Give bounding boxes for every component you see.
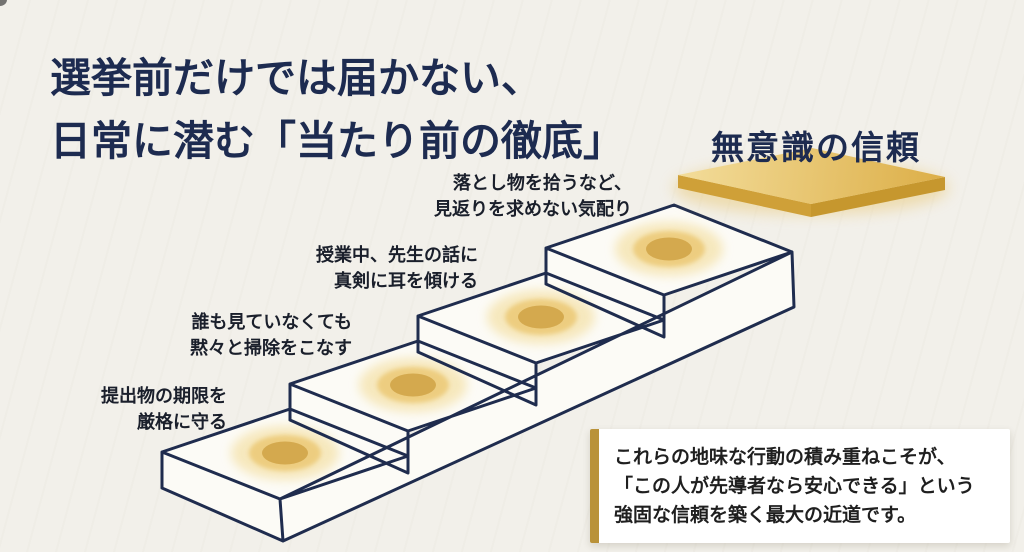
step-label-2-line-2: 黙々と掃除をこなす bbox=[190, 338, 352, 359]
step2-glow bbox=[359, 358, 467, 412]
step-label-3-line-1: 授業中、先生の話に bbox=[316, 245, 478, 266]
step3-glow bbox=[487, 290, 595, 344]
step1-glow-core bbox=[262, 441, 308, 465]
step4-glow bbox=[615, 222, 723, 276]
step1-glow bbox=[231, 426, 339, 480]
note-line-1: これらの地味な行動の積み重ねこそが、 bbox=[614, 446, 956, 468]
paper-speck bbox=[0, 0, 7, 6]
goal-platform-side-right bbox=[811, 177, 945, 217]
page-title-line-1: 選挙前だけでは届かない、 bbox=[50, 54, 542, 102]
page-title: 選挙前だけでは届かない、 日常に潜む「当たり前の徹底」 bbox=[50, 47, 624, 173]
step-label-1: 提出物の期限を 厳格に守る bbox=[27, 384, 227, 436]
stair-edges bbox=[160, 203, 796, 543]
step2-glow-core bbox=[390, 373, 436, 397]
step-label-1-line-1: 提出物の期限を bbox=[101, 386, 227, 407]
page-title-line-2: 日常に潜む「当たり前の徹底」 bbox=[50, 117, 624, 165]
goal-label: 無意識の信頼 bbox=[711, 128, 921, 167]
step-label-2: 誰も見ていなくても 黙々と掃除をこなす bbox=[142, 310, 352, 362]
step1-riser-face bbox=[162, 452, 283, 541]
goal-platform-side-left bbox=[678, 175, 811, 217]
note-accent-bar bbox=[590, 429, 599, 543]
step-label-4-line-1: 落とし物を拾うなど、 bbox=[452, 173, 632, 194]
conclusion-note: これらの地味な行動の積み重ねこそが、 「この人が先導者なら安心できる」という 強… bbox=[590, 429, 1010, 543]
step-label-4-line-2: 見返りを求めない気配り bbox=[434, 199, 632, 220]
note-text: これらの地味な行動の積み重ねこそが、 「この人が先導者なら安心できる」という 強… bbox=[614, 443, 975, 530]
step4-glow-core bbox=[646, 237, 692, 261]
step-label-3: 授業中、先生の話に 真剣に耳を傾ける bbox=[268, 243, 478, 295]
step-label-3-line-2: 真剣に耳を傾ける bbox=[334, 271, 478, 292]
note-line-3: 強固な信頼を築く最大の近道です。 bbox=[614, 504, 917, 526]
step-label-2-line-1: 誰も見ていなくても bbox=[191, 312, 352, 333]
step-glow-spots bbox=[231, 222, 723, 480]
step-label-1-line-2: 厳格に守る bbox=[137, 412, 227, 433]
note-line-2: 「この人が先導者なら安心できる」という bbox=[614, 475, 975, 497]
step-label-4: 落とし物を拾うなど、 見返りを求めない気配り bbox=[390, 171, 632, 223]
step3-glow-core bbox=[518, 305, 564, 329]
goal-platform-top bbox=[678, 148, 945, 204]
goal-platform bbox=[673, 148, 949, 217]
